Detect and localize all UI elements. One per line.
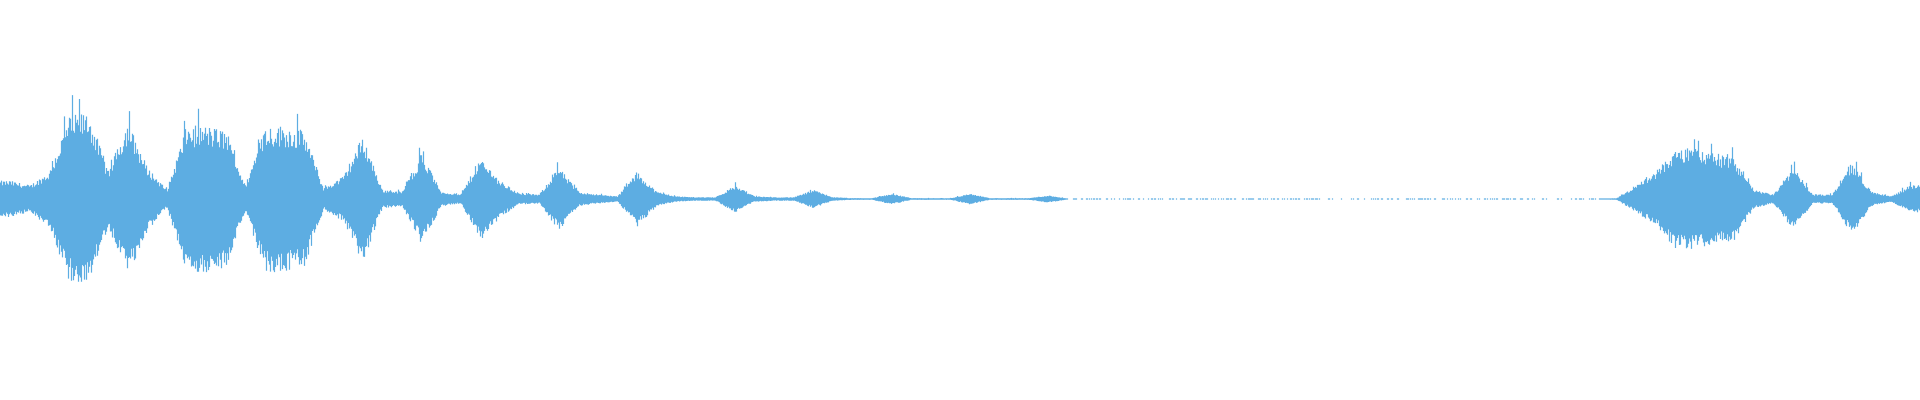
waveform-path [0,95,1920,282]
